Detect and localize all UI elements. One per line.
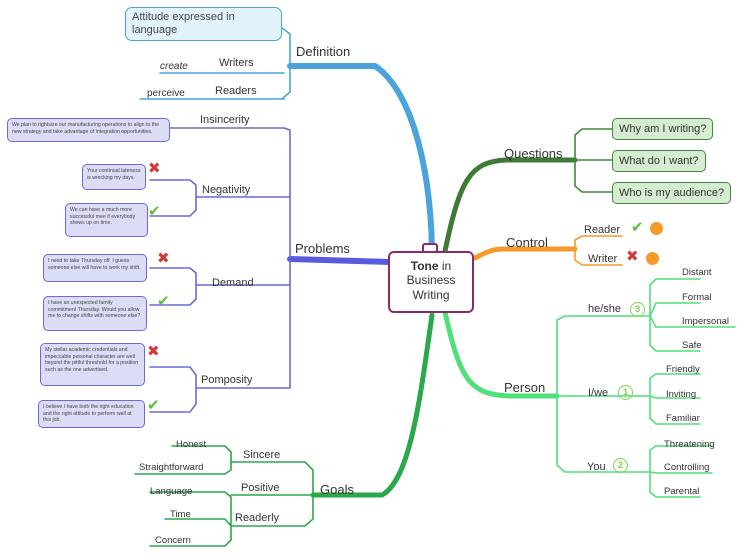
definition-label[interactable]: Definition [296,44,351,59]
threatening-label[interactable]: Threatening [664,439,715,450]
you-label[interactable]: You [587,461,606,473]
parental-label[interactable]: Parental [664,486,700,497]
impersonal-label[interactable]: Impersonal [682,316,729,327]
center-node[interactable]: Tone in Business Writing [388,251,474,313]
cross-icon: ✖ [147,343,160,360]
question-why[interactable]: Why am I writing? [612,118,714,140]
goals-lines [134,445,314,547]
questions-lines [574,128,613,193]
number-2-icon: 2 [613,458,628,473]
insincerity-label[interactable]: Insincerity [200,114,250,126]
person-trunk [442,309,560,399]
cross-icon: ✖ [626,248,639,265]
definition-trunk [287,63,435,253]
demand-bad-note[interactable]: I need to take Thursday off. I guess som… [43,254,147,282]
number-1-icon: 1 [618,385,633,400]
safe-label[interactable]: Safe [682,340,702,351]
pomposity-label[interactable]: Pomposity [201,374,253,386]
distant-label[interactable]: Distant [682,267,712,278]
center-title-bold: Tone [410,259,439,273]
check-icon: ✔ [148,203,161,220]
question-who[interactable]: Who is my audience? [612,182,732,204]
negativity-good-note[interactable]: We can have a much more successful mee i… [65,203,148,237]
pomposity-bad-note[interactable]: My stellar academic credentials and impe… [40,343,145,386]
formal-label[interactable]: Formal [682,292,712,303]
control-trunk [472,246,578,261]
straightforward-label[interactable]: Straightforward [139,462,204,473]
language-label[interactable]: Language [150,486,193,497]
cross-icon: ✖ [157,250,170,267]
insincerity-note[interactable]: We plan to rightsize our manufacturing o… [7,118,170,142]
person-lines [556,278,736,498]
problems-lines [149,127,291,413]
reader-label[interactable]: Reader [584,224,621,236]
negativity-bad-note[interactable]: Your continual lateness is wrecking my d… [82,164,146,190]
check-icon: ✔ [147,397,160,414]
iwe-label[interactable]: I/we [588,387,609,399]
center-title-writing: Writing [412,287,450,302]
controlling-label[interactable]: Controlling [664,462,710,473]
control-label[interactable]: Control [506,235,548,250]
center-title-in: in [441,259,452,273]
writers-label[interactable]: Writers [219,57,254,69]
perceive-label[interactable]: perceive [147,88,185,99]
definition-lines [139,27,291,100]
pomposity-good-note[interactable]: I believe I have both the right educatio… [38,400,145,428]
goals-label[interactable]: Goals [320,482,354,497]
center-title-business: Business [406,273,456,288]
angry-face-icon [646,252,659,265]
writer-label[interactable]: Writer [588,253,618,265]
cross-icon: ✖ [148,160,161,177]
check-icon: ✔ [157,293,170,310]
create-label[interactable]: create [160,61,188,72]
heshe-label[interactable]: he/she [588,303,622,315]
time-label[interactable]: Time [170,509,191,520]
problems-label[interactable]: Problems [295,241,350,256]
inviting-label[interactable]: Inviting [666,389,697,400]
definition-box[interactable]: Attitude expressed in language [125,7,282,41]
readers-label[interactable]: Readers [215,85,257,97]
question-what[interactable]: What do I want? [612,150,706,172]
negativity-label[interactable]: Negativity [202,184,251,196]
familiar-label[interactable]: Familiar [666,413,700,424]
center-node-tab [422,243,438,253]
questions-label[interactable]: Questions [504,146,563,161]
sincere-label[interactable]: Sincere [243,449,281,461]
friendly-label[interactable]: Friendly [666,364,700,375]
concern-label[interactable]: Concern [155,535,191,546]
positive-label[interactable]: Positive [241,482,280,494]
person-label[interactable]: Person [504,380,546,395]
demand-label[interactable]: Demand [212,277,254,289]
demand-good-note[interactable]: I have an unexpected family commitment T… [43,296,147,331]
smile-face-icon [650,222,663,235]
number-3-icon: 3 [630,302,645,317]
honest-label[interactable]: Honest [176,439,207,450]
control-lines [574,235,623,266]
check-icon: ✔ [631,219,644,236]
questions-trunk [442,157,578,254]
goals-trunk [310,312,435,498]
readerly-label[interactable]: Readerly [235,512,280,524]
problems-trunk [287,256,393,265]
